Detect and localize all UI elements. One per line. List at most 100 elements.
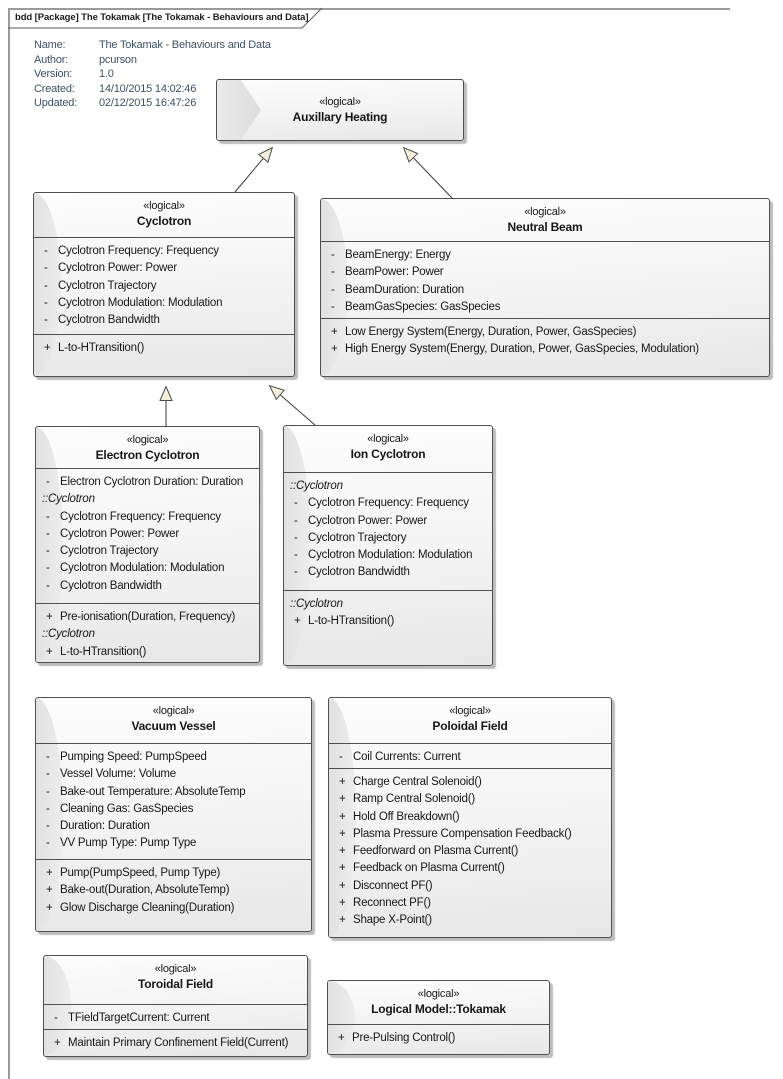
class-header: «logical» Neutral Beam <box>321 199 769 241</box>
class-attribute: -Cyclotron Power: Power <box>36 526 259 543</box>
visibility-sign: + <box>46 901 53 914</box>
visibility-sign: - <box>44 262 48 275</box>
class-ion-cyclotron[interactable]: «logical»Ion Cyclotron::Cyclotron-Cyclot… <box>283 425 493 666</box>
visibility-sign: + <box>338 1032 345 1044</box>
class-attribute: -Cyclotron Modulation: Modulation <box>36 560 259 577</box>
class-operation: +Maintain Primary Confinement Field(Curr… <box>44 1035 307 1052</box>
visibility-sign: - <box>46 510 50 523</box>
class-attribute: -Vessel Volume: Volume <box>36 766 311 783</box>
frame-tab-outline <box>8 7 323 29</box>
visibility-sign: - <box>46 751 50 763</box>
member-text: Disconnect PF() <box>353 879 433 892</box>
visibility-sign: - <box>331 249 335 261</box>
class-operation: +Bake-out(Duration, AbsoluteTemp) <box>36 882 311 899</box>
member-text: Pre-Pulsing Control() <box>352 1032 456 1044</box>
class-name: Neutral Beam <box>507 220 583 234</box>
class-operation: +High Energy System(Energy, Duration, Po… <box>321 341 769 358</box>
class-attribute: -BeamDuration: Duration <box>321 282 769 299</box>
metadata-label: Updated: <box>34 97 78 109</box>
class-attribute: -Cyclotron Modulation: Modulation <box>34 295 294 312</box>
visibility-sign: + <box>54 1037 61 1049</box>
class-neutral-beam[interactable]: «logical»Neutral Beam-BeamEnergy: Energy… <box>320 198 770 377</box>
operations-compartment: +Maintain Primary Confinement Field(Curr… <box>44 1029 307 1056</box>
class-attribute: -Cyclotron Power: Power <box>34 260 294 277</box>
attributes-compartment: -Coil Currents: Current <box>329 743 611 768</box>
class-cyclotron[interactable]: «logical»Cyclotron-Cyclotron Frequency: … <box>33 192 295 377</box>
generalization-cyclotron-to-auxillary-heating[interactable] <box>234 148 272 193</box>
visibility-sign: - <box>44 245 48 257</box>
class-toroidal-field[interactable]: «logical»Toroidal Field-TFieldTargetCurr… <box>43 955 308 1057</box>
inherited-section-label: ::Cyclotron <box>36 626 259 643</box>
member-text: ::Cyclotron <box>290 598 343 610</box>
operations-compartment: +Pre-ionisation(Duration, Frequency)::Cy… <box>36 603 259 662</box>
class-stereotype: «logical» <box>152 705 195 717</box>
member-text: BeamGasSpecies: GasSpecies <box>345 300 501 313</box>
visibility-sign: + <box>46 611 53 623</box>
member-text: L-to-HTransition() <box>58 342 145 354</box>
class-name: Toroidal Field <box>138 977 213 991</box>
class-operation: +Charge Central Solenoid() <box>329 774 611 791</box>
class-operation: +Glow Discharge Cleaning(Duration) <box>36 900 311 917</box>
member-text: Cyclotron Modulation: Modulation <box>308 549 473 562</box>
member-text: Cyclotron Frequency: Frequency <box>58 245 219 257</box>
class-electron-cyclotron[interactable]: «logical»Electron Cyclotron-Electron Cyc… <box>35 426 260 663</box>
member-text: Ramp Central Solenoid() <box>353 793 475 806</box>
class-poloidal-field[interactable]: «logical»Poloidal Field-Coil Currents: C… <box>328 697 612 938</box>
class-operation: +Feedback on Plasma Current() <box>329 860 611 877</box>
operations-compartment: +Charge Central Solenoid()+Ramp Central … <box>329 768 611 937</box>
visibility-sign: - <box>46 527 50 540</box>
member-text: Duration: Duration <box>60 820 150 833</box>
class-header: «logical»Logical Model::Tokamak <box>328 981 549 1024</box>
visibility-sign: + <box>339 914 346 927</box>
member-text: L-to-HTransition() <box>60 645 147 658</box>
member-text: Shape X-Point() <box>353 914 432 927</box>
visibility-sign: + <box>339 810 346 823</box>
metadata-row: Author:pcurson <box>34 53 271 68</box>
generalization-ion-cyclotron-to-cyclotron[interactable] <box>270 386 316 426</box>
visibility-sign: - <box>46 562 50 575</box>
metadata-row: Updated:02/12/2015 16:47:26 <box>34 96 271 111</box>
visibility-sign: + <box>331 326 338 338</box>
class-attribute: -TFieldTargetCurrent: Current <box>44 1010 307 1027</box>
visibility-sign: + <box>339 776 346 788</box>
member-text: Cyclotron Power: Power <box>58 262 177 275</box>
class-vacuum-vessel[interactable]: «logical»Vacuum Vessel-Pumping Speed: Pu… <box>35 697 312 932</box>
class-logical-model-tokamak[interactable]: «logical»Logical Model::Tokamak+ Pre-Puls… <box>327 980 550 1055</box>
operations-compartment: +L-to-HTransition() <box>34 334 294 376</box>
visibility-sign: - <box>294 531 298 544</box>
class-stereotype: «logical» <box>524 206 566 218</box>
member-text: ::Cyclotron <box>42 493 95 506</box>
class-attribute: -Cyclotron Frequency: Frequency <box>36 509 259 526</box>
visibility-sign: - <box>44 279 48 292</box>
class-attribute: -Cyclotron Trajectory <box>36 543 259 560</box>
visibility-sign: + <box>46 645 53 658</box>
visibility-sign: - <box>54 1012 58 1024</box>
class-operation: + L-to-HTransition() <box>36 644 259 661</box>
class-attribute: -VV Pump Type: Pump Type <box>36 835 311 852</box>
class-operation: + Pre-Pulsing Control() <box>328 1030 549 1047</box>
member-text: ::Cyclotron <box>290 480 343 492</box>
class-attribute: -Duration: Duration <box>36 818 311 835</box>
class-attribute: -Cyclotron Modulation: Modulation <box>284 547 492 564</box>
class-attribute: -Cyclotron Bandwidth <box>36 578 259 595</box>
member-text: Feedback on Plasma Current() <box>353 862 505 875</box>
member-text: VV Pump Type: Pump Type <box>60 837 197 850</box>
generalization-neutral-beam-to-auxillary-heating[interactable] <box>404 148 453 199</box>
class-attribute: -Bake-out Temperature: AbsoluteTemp <box>36 784 311 801</box>
member-text: High Energy System(Energy, Duration, Pow… <box>345 343 699 356</box>
visibility-sign: - <box>294 497 298 510</box>
class-attribute: -Cyclotron Frequency: Frequency <box>34 243 294 260</box>
operations-compartment: +Pump(PumpSpeed, Pump Type)+Bake-out(Dur… <box>36 859 311 931</box>
member-text: Bake-out Temperature: AbsoluteTemp <box>60 785 246 798</box>
class-operation: +Ramp Central Solenoid() <box>329 791 611 808</box>
visibility-sign: - <box>46 545 50 558</box>
metadata-value: 1.0 <box>99 68 114 80</box>
class-attribute: -Electron Cyclotron Duration: Duration <box>36 474 259 491</box>
class-operation: +Disconnect PF() <box>329 878 611 895</box>
operations-compartment: ::Cyclotron+L-to-HTransition() <box>284 590 492 665</box>
metadata-row: Version:1.0 <box>34 67 271 82</box>
class-attribute: -Cyclotron Power: Power <box>284 513 492 530</box>
attributes-compartment: ::Cyclotron-Cyclotron Frequency: Frequen… <box>284 472 492 590</box>
class-auxillary-heating[interactable]: «logical»Auxillary Heating <box>216 79 464 141</box>
